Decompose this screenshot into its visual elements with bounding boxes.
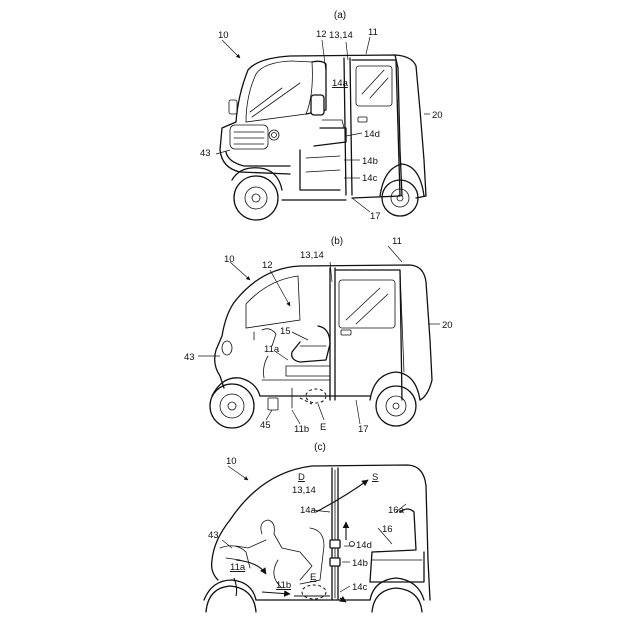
label-c-S: S (372, 472, 378, 483)
label-c-11b: 11b (276, 580, 291, 591)
label-b-E: E (320, 422, 326, 433)
label-a-11: 11 (368, 27, 378, 38)
label-a-14a: 14a (332, 78, 349, 89)
figure-a: (a) (200, 10, 443, 222)
label-a-14b: 14b (362, 156, 378, 167)
label-b-43: 43 (184, 352, 195, 363)
caption-b: (b) (331, 236, 343, 247)
label-b-11a: 11a (264, 344, 280, 355)
label-b-11: 11 (392, 236, 402, 247)
label-c-43: 43 (208, 530, 219, 541)
caption-c: (c) (314, 442, 326, 453)
label-b-20: 20 (442, 320, 453, 331)
label-c-14c: 14c (352, 582, 368, 593)
label-a-17: 17 (370, 211, 381, 222)
figure-c: (c) (204, 442, 430, 612)
label-a-43: 43 (200, 148, 211, 159)
label-c-11a: 11a (230, 562, 246, 573)
label-c-D: D (298, 472, 305, 483)
label-a-13-14: 13,14 (329, 30, 353, 41)
label-b-17: 17 (358, 424, 369, 435)
label-c-16: 16 (382, 524, 393, 535)
label-b-45: 45 (260, 420, 271, 431)
label-c-14a: 14a (300, 505, 317, 516)
caption-a: (a) (334, 10, 346, 21)
label-c-14d: 14d (356, 540, 372, 551)
label-c-10: 10 (226, 456, 237, 467)
label-a-20: 20 (432, 110, 443, 121)
label-b-12: 12 (262, 260, 273, 271)
label-c-E: E (310, 572, 316, 583)
label-b-10: 10 (224, 254, 235, 265)
vehicle-c-body (204, 465, 430, 612)
label-b-15: 15 (280, 326, 291, 337)
vehicle-b-body (210, 265, 432, 428)
label-a-14d: 14d (364, 129, 380, 140)
label-a-14c: 14c (362, 173, 378, 184)
label-c-14b: 14b (352, 558, 368, 569)
label-a-12: 12 (316, 29, 327, 40)
label-a-10: 10 (218, 30, 229, 41)
label-c-16a: 16a (388, 505, 405, 516)
figure-b: (b) (184, 236, 453, 435)
label-b-13-14: 13,14 (300, 250, 324, 261)
label-b-11b: 11b (294, 424, 309, 435)
vehicle-a-body (220, 55, 426, 220)
label-c-13-14: 13,14 (292, 485, 316, 496)
